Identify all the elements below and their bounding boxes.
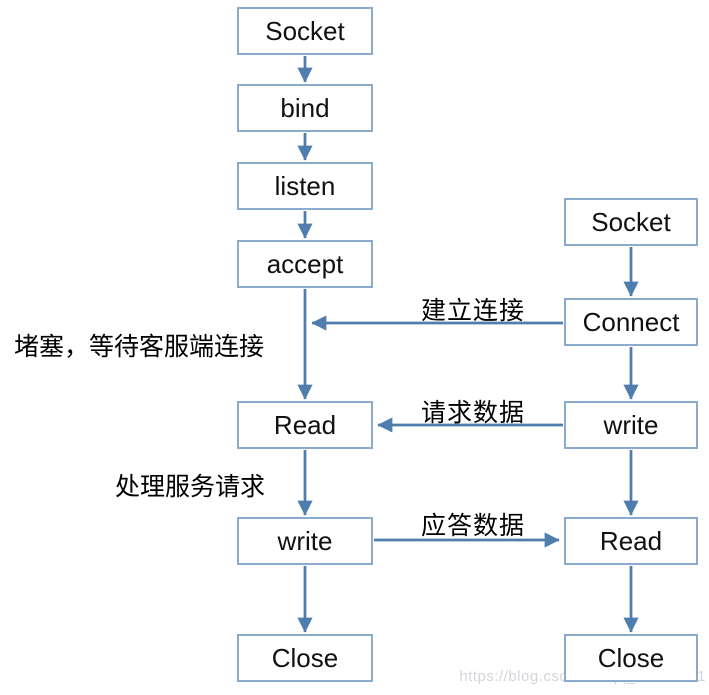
node-client-connect: Connect [564,298,698,346]
node-server-write: write [237,517,373,565]
node-client-socket: Socket [564,198,698,246]
edge-label-response-data: 应答数据 [420,512,525,540]
node-client-close: Close [564,634,698,682]
node-server-listen: listen [237,162,373,210]
annotation-process-service-request: 处理服务请求 [115,473,266,501]
edge-label-request-data: 请求数据 [420,399,525,427]
node-server-close: Close [237,634,373,682]
node-server-socket: Socket [237,7,373,55]
node-server-read: Read [237,401,373,449]
node-server-accept: accept [237,240,373,288]
annotation-blocking-wait-client: 堵塞，等待客服端连接 [14,333,265,361]
node-client-read: Read [564,517,698,565]
node-server-bind: bind [237,84,373,132]
node-client-write: write [564,401,698,449]
edge-label-establish-connection: 建立连接 [420,297,525,325]
